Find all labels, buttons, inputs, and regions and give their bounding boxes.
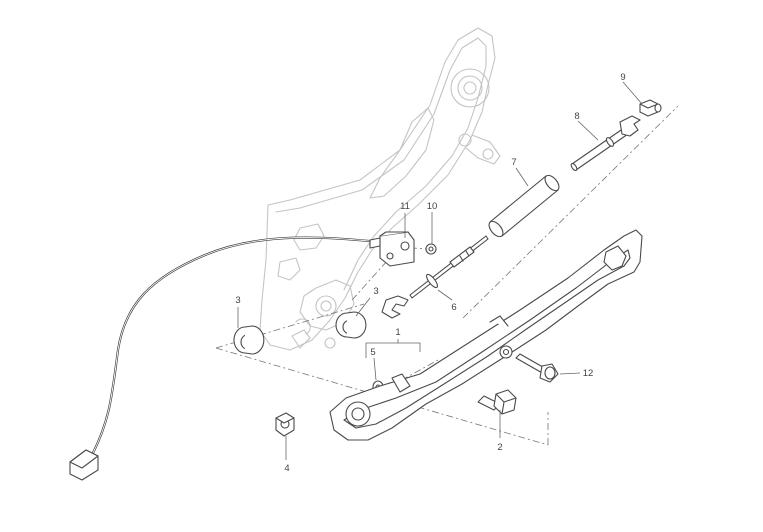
- sidestand-switch: [369, 231, 415, 267]
- callout-4: 4: [284, 463, 289, 474]
- frame-bracket: [259, 27, 501, 351]
- callout-11: 11: [400, 201, 410, 212]
- rubber-bush-left: [233, 325, 265, 355]
- callout-8: 8: [574, 111, 579, 122]
- sensor-cable: [69, 236, 382, 481]
- switch-screw: [425, 243, 437, 255]
- callout-6: 6: [451, 302, 456, 313]
- spring-rod: [570, 115, 641, 172]
- sidestand-leg: [329, 229, 643, 441]
- pivot-nut: [275, 412, 295, 437]
- callout-12: 12: [583, 368, 594, 379]
- callout-10: 10: [427, 201, 438, 212]
- spring-pin-bolt: [515, 353, 559, 383]
- callout-labels: 1 2 3 3 4 5 6 7 8 9 10 11 12: [235, 72, 625, 474]
- callout-2: 2: [497, 442, 502, 453]
- leader-lines: [237, 81, 643, 460]
- callout-3-left: 3: [235, 295, 240, 306]
- pivot-bolt: [477, 389, 517, 415]
- callout-1: 1: [395, 327, 400, 338]
- callout-7: 7: [511, 157, 516, 168]
- callout-3-right: 3: [373, 286, 378, 297]
- end-cap: [639, 99, 662, 117]
- callout-5: 5: [370, 347, 375, 358]
- rubber-bush-right: [335, 311, 367, 339]
- callout-9: 9: [620, 72, 625, 83]
- spring-sleeve: [488, 174, 560, 238]
- spring-hook-rod: [381, 235, 489, 319]
